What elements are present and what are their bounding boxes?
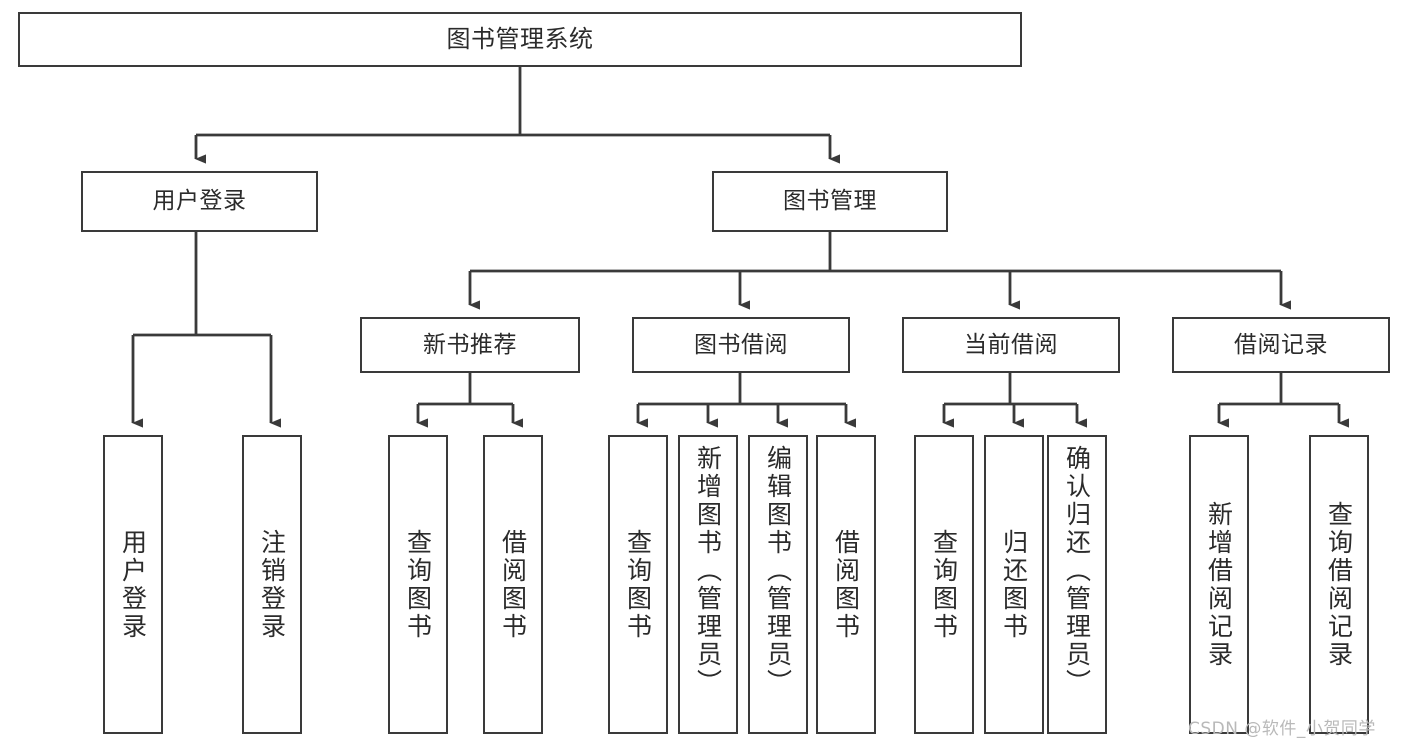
leaf-borrow-book[interactable]: 借阅图书 (816, 435, 876, 734)
node-label: 查询借阅记录 (1324, 500, 1354, 669)
node-label: 新增图书（管理员） (693, 445, 723, 697)
node-label: 查询图书 (929, 528, 959, 641)
leaf-borrow-book-recommend[interactable]: 借阅图书 (483, 435, 543, 734)
leaf-query-borrow-record[interactable]: 查询借阅记录 (1309, 435, 1369, 734)
watermark: CSDN @软件_小贺同学 (1188, 719, 1376, 739)
node-label: 借阅图书 (831, 528, 861, 641)
node-label: 当前借阅 (964, 331, 1058, 358)
leaf-query-book-current[interactable]: 查询图书 (914, 435, 974, 734)
leaf-query-book-recommend[interactable]: 查询图书 (388, 435, 448, 734)
leaf-edit-book-admin[interactable]: 编辑图书（管理员） (748, 435, 808, 734)
node-label: 用户登录 (118, 528, 148, 641)
node-label: 新书推荐 (423, 331, 517, 358)
node-label: 归还图书 (999, 528, 1029, 641)
leaf-add-borrow-record[interactable]: 新增借阅记录 (1189, 435, 1249, 734)
leaf-add-book-admin[interactable]: 新增图书（管理员） (678, 435, 738, 734)
node-label: 注销登录 (257, 528, 287, 641)
node-label: 确认归还（管理员） (1062, 445, 1092, 697)
node-label: 用户登录 (152, 188, 247, 215)
leaf-return-book[interactable]: 归还图书 (984, 435, 1044, 734)
leaf-user-logout[interactable]: 注销登录 (242, 435, 302, 734)
node-current-borrow[interactable]: 当前借阅 (902, 317, 1120, 373)
node-label: 图书管理系统 (446, 24, 594, 53)
node-book-management[interactable]: 图书管理 (712, 171, 948, 232)
node-root-system[interactable]: 图书管理系统 (18, 12, 1022, 67)
node-user-login[interactable]: 用户登录 (81, 171, 318, 232)
node-label: 查询图书 (403, 528, 433, 641)
leaf-user-login[interactable]: 用户登录 (103, 435, 163, 734)
node-label: 新增借阅记录 (1204, 500, 1234, 669)
node-borrow-record[interactable]: 借阅记录 (1172, 317, 1390, 373)
node-label: 借阅记录 (1234, 331, 1328, 358)
node-new-book-recommend[interactable]: 新书推荐 (360, 317, 580, 373)
node-label: 图书借阅 (694, 331, 788, 358)
node-label: 查询图书 (623, 528, 653, 641)
node-label: 编辑图书（管理员） (763, 445, 793, 697)
node-book-borrow[interactable]: 图书借阅 (632, 317, 850, 373)
leaf-confirm-return-admin[interactable]: 确认归还（管理员） (1047, 435, 1107, 734)
leaf-query-book-borrow[interactable]: 查询图书 (608, 435, 668, 734)
node-label: 借阅图书 (498, 528, 528, 641)
node-label: 图书管理 (783, 188, 877, 215)
